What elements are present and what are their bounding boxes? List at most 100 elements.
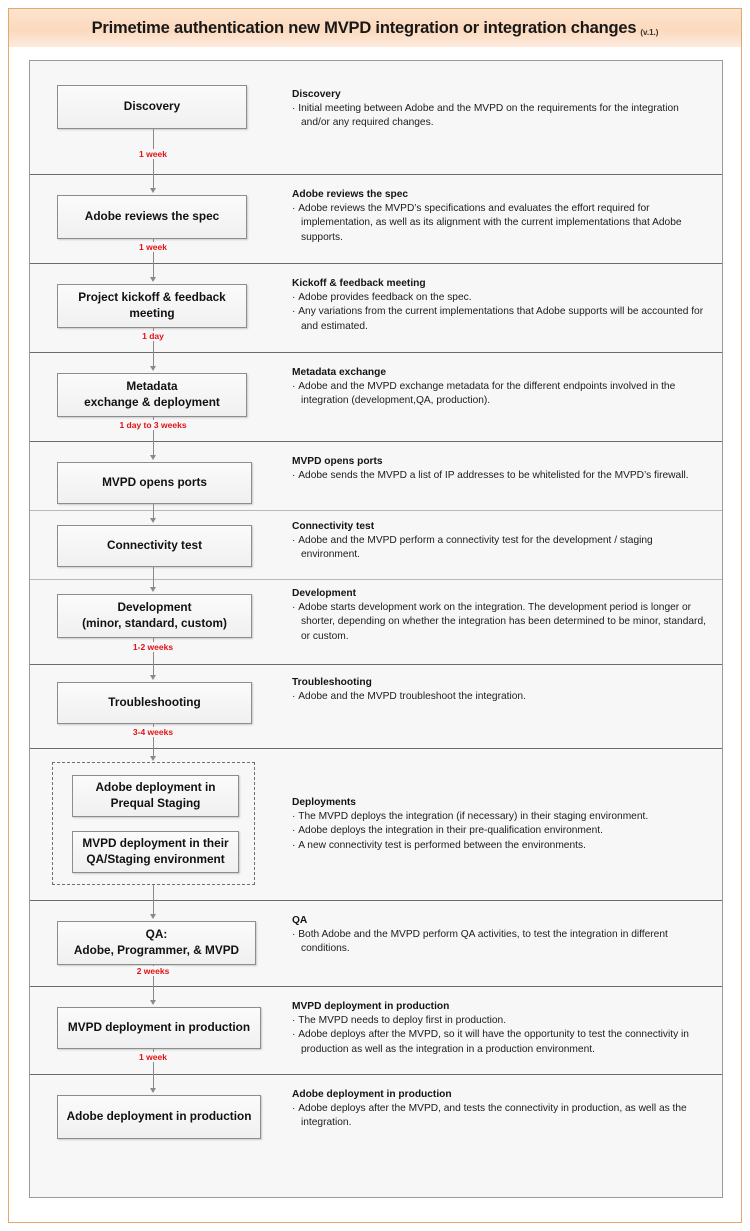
- description-line: Adobe and the MVPD perform a connectivit…: [292, 534, 706, 563]
- duration-label: 1 day: [139, 331, 167, 341]
- description-title: Adobe reviews the spec: [292, 189, 409, 200]
- flowchart-canvas: Discovery 1 week Discovery Initial meeti…: [29, 60, 723, 1198]
- node-label: Discovery: [123, 99, 181, 114]
- description-column: Adobe reviews the spec Adobe reviews the…: [272, 175, 716, 263]
- flow-row-qa: QA: Adobe, Programmer, & MVPD 2 weeks QA…: [30, 901, 722, 987]
- node-qa[interactable]: QA: Adobe, Programmer, & MVPD: [57, 921, 256, 965]
- connector-line: [153, 1075, 154, 1089]
- description-column: Connectivity test Adobe and the MVPD per…: [272, 511, 716, 579]
- node-column: Project kickoff & feedback meeting 1 day: [30, 264, 267, 353]
- flow-row-development: Development (minor, standard, custom) 1-…: [30, 580, 722, 665]
- deployments-group-box: [52, 762, 255, 885]
- node-adobe-reviews-the-spec[interactable]: Adobe reviews the spec: [57, 195, 247, 239]
- description-title: Metadata exchange: [292, 367, 386, 378]
- description-block: Adobe deployment in production Adobe dep…: [292, 1089, 706, 1131]
- node-label: Troubleshooting: [108, 695, 201, 710]
- description-block: Adobe reviews the spec Adobe reviews the…: [292, 189, 706, 245]
- node-label: Adobe deployment in Prequal Staging: [95, 780, 216, 810]
- description-block: Troubleshooting Adobe and the MVPD troub…: [292, 677, 706, 704]
- node-column: Development (minor, standard, custom) 1-…: [30, 580, 267, 665]
- flow-row-discovery: Discovery 1 week Discovery Initial meeti…: [30, 61, 722, 175]
- description-line: Adobe and the MVPD exchange metadata for…: [292, 380, 706, 409]
- node-adobe-deployment-in-production[interactable]: Adobe deployment in production: [57, 1095, 261, 1139]
- description-line: A new connectivity test is performed bet…: [292, 839, 706, 853]
- duration-label: 1 week: [136, 149, 170, 159]
- description-title: Deployments: [292, 797, 356, 808]
- node-label: MVPD deployment in production: [67, 1020, 251, 1035]
- description-column: MVPD deployment in production The MVPD n…: [272, 987, 716, 1074]
- node-column: QA: Adobe, Programmer, & MVPD 2 weeks: [30, 901, 267, 987]
- duration-label: 2 weeks: [133, 966, 173, 976]
- arrow-head-icon: [149, 518, 156, 523]
- description-line: Adobe provides feedback on the spec.: [292, 291, 706, 305]
- description-line: Adobe and the MVPD troubleshoot the inte…: [292, 690, 706, 704]
- connector-line: [153, 749, 154, 757]
- description-column: MVPD opens ports Adobe sends the MVPD a …: [272, 442, 716, 510]
- arrow-head-icon: [149, 914, 156, 919]
- arrow-head-icon: [149, 188, 156, 193]
- description-line: Adobe reviews the MVPD’s specifications …: [292, 202, 706, 245]
- description-column: Adobe deployment in production Adobe dep…: [272, 1075, 716, 1159]
- node-connectivity-test[interactable]: Connectivity test: [57, 525, 252, 567]
- description-title: MVPD deployment in production: [292, 1001, 450, 1012]
- connector-line: [153, 175, 154, 189]
- node-label: Adobe deployment in production: [66, 1109, 252, 1124]
- flow-row-mvpd-opens-ports: MVPD opens ports MVPD opens ports Adobe …: [30, 442, 722, 512]
- description-title: Adobe deployment in production: [292, 1089, 452, 1100]
- node-column: MVPD deployment in production 1 week: [30, 987, 267, 1075]
- node-mvpd-opens-ports[interactable]: MVPD opens ports: [57, 462, 252, 504]
- node-column: Adobe deployment in production: [30, 1075, 267, 1159]
- node-metadata-exchange-deployment[interactable]: Metadata exchange & deployment: [57, 373, 247, 417]
- connector-line: [153, 567, 154, 581]
- node-adobe-deployment-in-prequal-staging[interactable]: Adobe deployment in Prequal Staging: [72, 775, 239, 817]
- node-discovery[interactable]: Discovery: [57, 85, 247, 129]
- connector-line: [153, 353, 154, 367]
- flow-row-metadata-exchange-deployment: Metadata exchange & deployment 1 day to …: [30, 353, 722, 442]
- description-column: Metadata exchange Adobe and the MVPD exc…: [272, 353, 716, 441]
- description-block: Development Adobe starts development wor…: [292, 588, 706, 644]
- description-line: The MVPD deploys the integration (if nec…: [292, 810, 706, 824]
- node-column: Discovery 1 week: [30, 61, 267, 175]
- description-line: Initial meeting between Adobe and the MV…: [292, 102, 706, 131]
- node-column: Metadata exchange & deployment 1 day to …: [30, 353, 267, 442]
- description-title: Connectivity test: [292, 521, 375, 532]
- arrow-head-icon: [149, 277, 156, 282]
- node-mvpd-deployment-qa-staging[interactable]: MVPD deployment in their QA/Staging envi…: [72, 831, 239, 873]
- description-title: Kickoff & feedback meeting: [292, 278, 426, 289]
- description-block: Connectivity test Adobe and the MVPD per…: [292, 521, 706, 563]
- flow-row-adobe-deployment-in-production: Adobe deployment in production Adobe dep…: [30, 1075, 722, 1159]
- description-block: MVPD deployment in production The MVPD n…: [292, 1001, 706, 1057]
- description-line: The MVPD needs to deploy first in produc…: [292, 1014, 706, 1028]
- description-title: Troubleshooting: [292, 677, 372, 688]
- description-line: Adobe sends the MVPD a list of IP addres…: [292, 469, 706, 483]
- node-troubleshooting[interactable]: Troubleshooting: [57, 682, 252, 724]
- node-label: QA: Adobe, Programmer, & MVPD: [73, 927, 240, 957]
- node-label: MVPD opens ports: [102, 475, 207, 490]
- version-label: (v.1.): [640, 27, 659, 37]
- description-block: Metadata exchange Adobe and the MVPD exc…: [292, 367, 706, 409]
- arrow-head-icon: [149, 587, 156, 592]
- node-project-kickoff-feedback-meeting[interactable]: Project kickoff & feedback meeting: [57, 284, 247, 328]
- connector-line: [153, 511, 154, 519]
- node-label: Connectivity test: [106, 538, 203, 553]
- description-block: QA Both Adobe and the MVPD perform QA ac…: [292, 915, 706, 957]
- duration-label: 1 day to 3 weeks: [116, 420, 190, 430]
- description-line: Adobe deploys after the MVPD, so it will…: [292, 1028, 706, 1057]
- description-line: Adobe starts development work on the int…: [292, 601, 706, 644]
- arrow-head-icon: [149, 756, 156, 761]
- node-development[interactable]: Development (minor, standard, custom): [57, 594, 252, 638]
- arrow-head-icon: [149, 1088, 156, 1093]
- flow-row-project-kickoff-feedback-meeting: Project kickoff & feedback meeting 1 day…: [30, 264, 722, 353]
- description-block: Discovery Initial meeting between Adobe …: [292, 89, 706, 131]
- connector-line: [153, 965, 154, 987]
- description-line: Any variations from the current implemen…: [292, 305, 706, 334]
- description-line: Adobe deploys after the MVPD, and tests …: [292, 1102, 706, 1131]
- connector-line: [153, 580, 154, 588]
- description-column: Development Adobe starts development wor…: [272, 580, 716, 664]
- duration-label: 3-4 weeks: [129, 727, 177, 737]
- node-mvpd-deployment-in-production[interactable]: MVPD deployment in production: [57, 1007, 261, 1049]
- connector-line: [153, 901, 154, 915]
- description-column: QA Both Adobe and the MVPD perform QA ac…: [272, 901, 716, 986]
- page-frame: Primetime authentication new MVPD integr…: [8, 8, 742, 1223]
- node-column: Connectivity test: [30, 511, 267, 581]
